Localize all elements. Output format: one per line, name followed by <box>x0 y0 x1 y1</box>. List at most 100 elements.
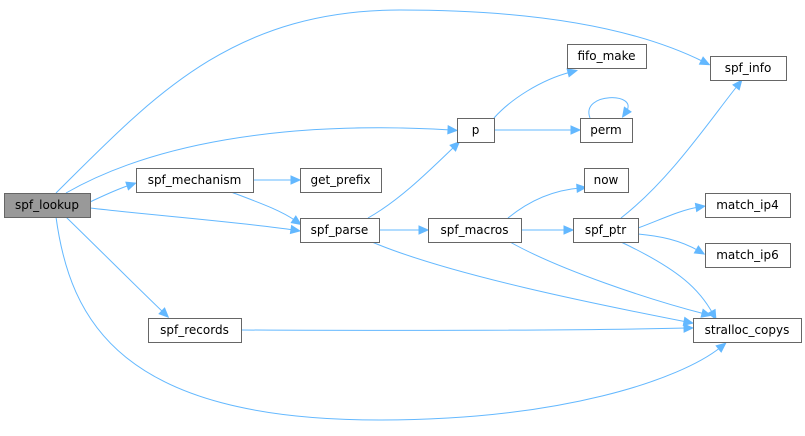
edge-perm-to-perm <box>588 97 632 119</box>
edge-line <box>371 241 688 323</box>
node-box[interactable] <box>705 193 791 218</box>
node-spf_records[interactable]: spf_records <box>148 318 242 343</box>
edge-line <box>637 206 700 229</box>
edge-line <box>588 97 629 119</box>
edge-spf_lookup-to-p <box>65 124 459 194</box>
node-label: spf_info <box>725 61 772 75</box>
node-now[interactable]: now <box>584 168 629 193</box>
edge-p-to-perm <box>494 125 582 135</box>
node-box[interactable] <box>573 218 639 243</box>
node-box[interactable] <box>4 193 91 218</box>
node-label: spf_lookup <box>15 198 79 212</box>
edge-spf_macros-to-spf_ptr <box>521 225 575 235</box>
node-box[interactable] <box>300 218 380 243</box>
node-box[interactable] <box>693 318 802 343</box>
node-label: match_ip6 <box>716 248 779 262</box>
edge-arrowhead <box>290 215 302 226</box>
edge-spf_macros-to-now <box>507 183 588 219</box>
edge-arrowhead <box>289 224 302 235</box>
edge-spf_ptr-to-match_ip6 <box>637 233 706 255</box>
node-spf_ptr[interactable]: spf_ptr <box>573 218 639 243</box>
edge-arrowhead <box>158 307 170 319</box>
edge-spf_ptr-to-spf_info <box>620 79 743 219</box>
node-label: get_prefix <box>310 173 370 187</box>
node-label: stralloc_copys <box>705 323 790 337</box>
node-label: match_ip4 <box>716 198 779 212</box>
node-stralloc_copys[interactable]: stralloc_copys <box>693 318 802 343</box>
node-box[interactable] <box>428 218 522 243</box>
edge-line <box>230 191 297 222</box>
edge-arrowhead <box>694 202 707 213</box>
edge-p-to-fifo_make <box>493 68 578 119</box>
edge-line <box>637 233 700 252</box>
node-box[interactable] <box>148 318 242 343</box>
node-perm[interactable]: perm <box>580 118 633 143</box>
edge-spf_parse-to-stralloc_copys <box>371 241 695 327</box>
edge-spf_lookup-to-stralloc_copys <box>55 216 727 421</box>
node-fifo_make[interactable]: fifo_make <box>567 44 647 69</box>
edge-line <box>89 207 295 231</box>
node-box[interactable] <box>705 243 791 268</box>
node-p[interactable]: p <box>457 118 495 143</box>
edge-arrowhead <box>563 225 575 235</box>
node-box[interactable] <box>584 168 629 193</box>
edge-line <box>65 127 452 194</box>
node-label: spf_parse <box>311 223 369 237</box>
edge-spf_parse-to-p <box>367 140 461 219</box>
node-box[interactable] <box>300 168 382 193</box>
node-label: spf_records <box>160 323 229 337</box>
node-match_ip4[interactable]: match_ip4 <box>705 193 791 218</box>
edge-line <box>509 241 706 315</box>
edge-arrowhead <box>707 308 717 321</box>
edge-arrowhead <box>418 225 430 235</box>
edge-spf_records-to-stralloc_copys <box>240 323 695 333</box>
edge-arrowhead <box>290 175 302 185</box>
node-match_ip6[interactable]: match_ip6 <box>705 243 791 268</box>
edge-arrowhead <box>570 125 582 135</box>
node-box[interactable] <box>710 56 787 81</box>
node-box[interactable] <box>457 118 495 143</box>
edge-spf_lookup-to-spf_info <box>55 9 711 194</box>
edge-spf_mechanism-to-spf_parse <box>230 191 302 226</box>
node-label: spf_macros <box>441 223 509 237</box>
node-spf_macros[interactable]: spf_macros <box>428 218 522 243</box>
node-spf_lookup[interactable]: spf_lookup <box>4 193 91 218</box>
edge-line <box>89 184 131 203</box>
node-box[interactable] <box>136 168 254 193</box>
edge-arrowhead <box>576 183 588 194</box>
node-box[interactable] <box>580 118 633 143</box>
node-spf_parse[interactable]: spf_parse <box>300 218 380 243</box>
edge-spf_mechanism-to-get_prefix <box>253 175 302 185</box>
node-label: spf_mechanism <box>148 173 242 187</box>
edge-line <box>620 241 714 315</box>
edge-spf_lookup-to-spf_parse <box>89 207 302 235</box>
node-spf_info[interactable]: spf_info <box>710 56 787 81</box>
node-spf_mechanism[interactable]: spf_mechanism <box>136 168 254 193</box>
edge-arrowhead <box>698 56 711 66</box>
edge-line <box>55 216 722 421</box>
edge-spf_lookup-to-spf_records <box>65 216 170 319</box>
edge-spf_lookup-to-spf_mechanism <box>89 181 137 203</box>
edge-spf_ptr-to-stralloc_copys <box>620 241 717 321</box>
node-label: p <box>472 123 480 137</box>
edge-arrowhead <box>449 140 461 152</box>
edge-line <box>65 216 165 314</box>
edge-arrowhead <box>447 124 459 135</box>
edge-spf_ptr-to-match_ip4 <box>637 202 707 229</box>
edge-line <box>493 71 572 119</box>
edge-arrowhead <box>700 308 712 318</box>
edge-arrowhead <box>621 106 632 118</box>
node-label: fifo_make <box>577 49 635 63</box>
edge-line <box>507 187 581 219</box>
edges-layer <box>55 9 743 421</box>
node-box[interactable] <box>567 44 647 69</box>
nodes-layer: spf_lookup spf_mechanism get_prefix p fifo_m… <box>4 44 802 343</box>
edge-line <box>367 145 456 219</box>
edge-line <box>240 327 688 331</box>
edge-arrowhead <box>566 68 578 78</box>
node-label: now <box>594 173 619 187</box>
node-get_prefix[interactable]: get_prefix <box>300 168 382 193</box>
edge-arrowhead <box>683 323 695 333</box>
node-label: perm <box>590 123 621 137</box>
